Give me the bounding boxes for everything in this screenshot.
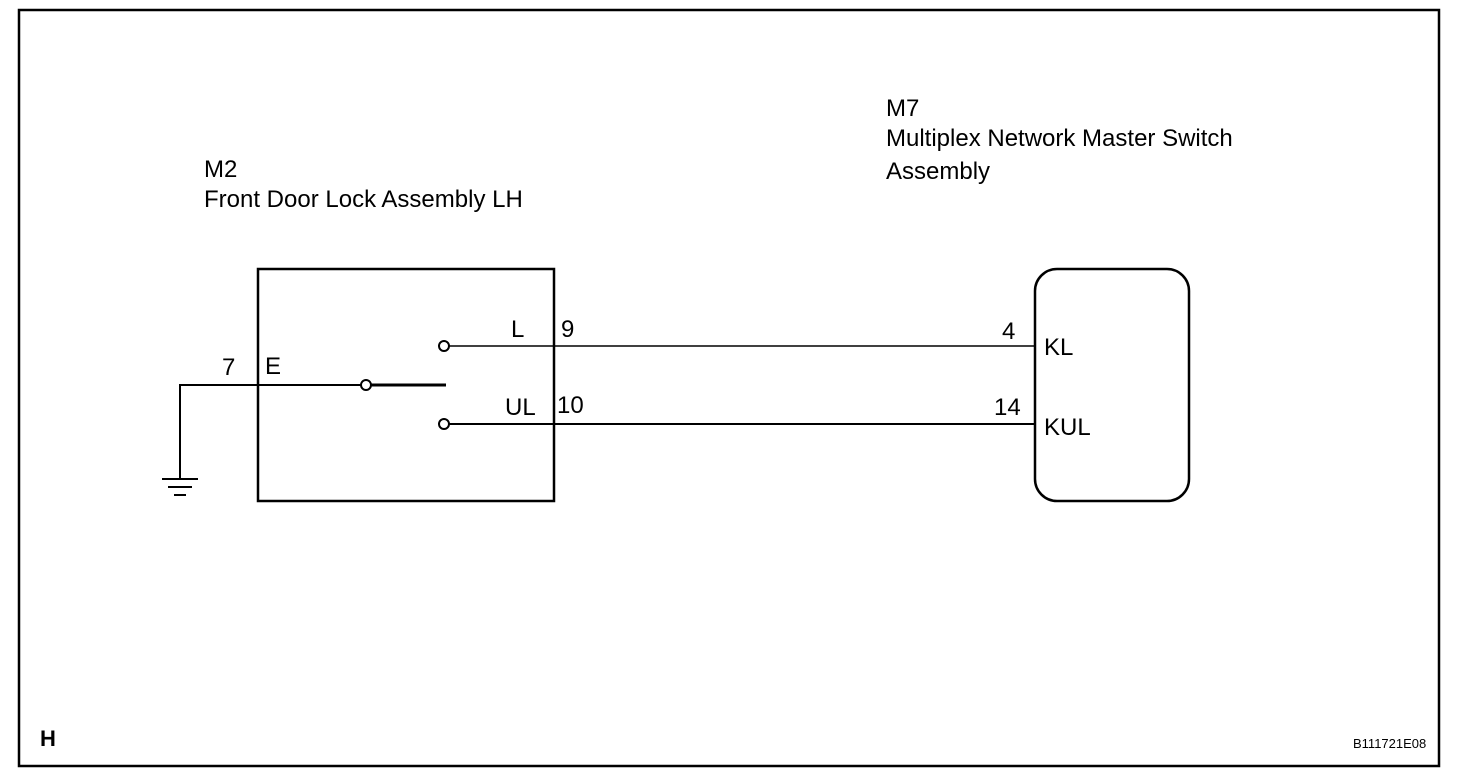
switch-common-contact bbox=[360, 379, 372, 391]
m2-pin-9-number: 9 bbox=[561, 316, 575, 343]
m7-connector-code: M7 bbox=[886, 95, 920, 122]
corner-letter: H bbox=[40, 726, 56, 751]
m7-pin-kul-name: KUL bbox=[1044, 414, 1091, 441]
figure-id: B111721E08 bbox=[1353, 736, 1427, 751]
m2-pin-10-number: 10 bbox=[557, 392, 584, 419]
m2-pin-ul-name: UL bbox=[505, 394, 536, 421]
m7-component-name-line1: Multiplex Network Master Switch bbox=[886, 125, 1233, 152]
m7-pin-kl-name: KL bbox=[1044, 334, 1074, 361]
m7-component-name-line2: Assembly bbox=[886, 158, 991, 185]
m7-pin-4-number: 4 bbox=[1002, 318, 1016, 345]
m2-component-name: Front Door Lock Assembly LH bbox=[204, 186, 523, 213]
m2-pin-7-number: 7 bbox=[222, 354, 236, 381]
diagram-frame bbox=[17, 8, 1441, 768]
switch-unlock-contact bbox=[438, 418, 450, 430]
m2-pin-e-name: E bbox=[265, 353, 282, 380]
ground-wire bbox=[179, 384, 366, 478]
switch-lock-contact bbox=[438, 340, 450, 352]
m7-component-box bbox=[1033, 267, 1191, 503]
m2-pin-l-name: L bbox=[511, 316, 525, 343]
ground-symbol-icon bbox=[162, 478, 198, 496]
m7-pin-14-number: 14 bbox=[994, 394, 1021, 421]
m2-connector-code: M2 bbox=[204, 156, 238, 183]
